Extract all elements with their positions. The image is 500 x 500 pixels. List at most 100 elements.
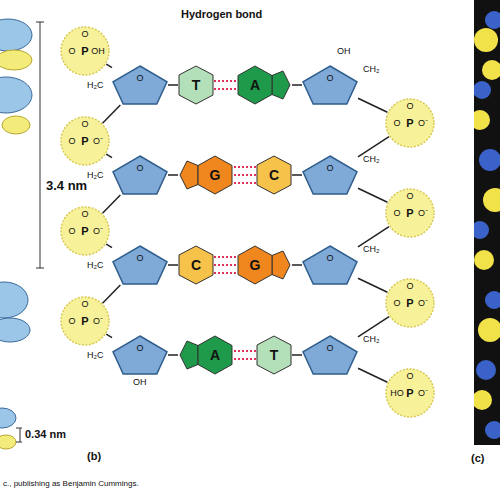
atom-symbol: O	[81, 210, 88, 219]
hydrogen-bond	[214, 88, 236, 90]
covalent-bond	[106, 154, 112, 158]
sugar-ring: O	[302, 245, 358, 285]
covalent-bond	[358, 317, 389, 337]
covalent-bond	[106, 64, 112, 68]
sugar-ring: O	[302, 335, 358, 375]
node-outline	[302, 155, 358, 195]
base-ring	[272, 71, 290, 99]
group-label: H₂C	[86, 81, 105, 91]
dimension-tick	[16, 442, 22, 443]
covalent-bond	[292, 264, 302, 266]
panel-letter: (b)	[86, 450, 102, 462]
end-group-label: OH	[336, 47, 352, 57]
sugar-pentagon	[303, 246, 357, 284]
sugar-pentagon	[303, 336, 357, 374]
sugar-pentagon	[113, 336, 167, 374]
atom-symbol: OH	[91, 47, 105, 56]
hydrogen-bond	[234, 358, 256, 360]
phosphate-circle	[61, 27, 109, 75]
atom-symbol: P	[406, 388, 413, 399]
hydrogen-bond	[214, 272, 236, 274]
covalent-bond	[292, 84, 302, 86]
covalent-bond	[168, 264, 178, 266]
atom-symbol: O	[393, 299, 400, 308]
nitrogenous-base: A	[178, 335, 234, 375]
dimension-label: 0.34 nm	[24, 428, 67, 440]
node-outline	[112, 155, 168, 195]
node-outline	[302, 335, 358, 375]
helix-base	[2, 116, 30, 134]
atom-symbol: P	[81, 46, 88, 57]
phosphate-group: OPO⁻O	[385, 278, 435, 328]
base-letter: A	[210, 348, 220, 362]
helix-model-a	[0, 19, 32, 449]
group-label: H₂C	[86, 261, 105, 271]
atom	[479, 149, 500, 171]
atom-symbol: O⁻	[93, 137, 103, 146]
space-filling-model-c	[474, 0, 500, 445]
sugar-ring: O	[302, 65, 358, 105]
atom-symbol: O	[326, 344, 333, 353]
nitrogenous-base: C	[178, 245, 214, 285]
sugar-ring: O	[112, 65, 168, 105]
covalent-bond	[106, 244, 112, 248]
sugar-pentagon	[113, 246, 167, 284]
atom-symbol: O	[81, 300, 88, 309]
atom-symbol: O⁻	[418, 119, 428, 128]
phosphate-group: OPO⁻O	[60, 296, 110, 346]
atom	[474, 221, 489, 239]
covalent-bond	[358, 188, 387, 202]
phosphate-group: OPOHO	[60, 26, 110, 76]
nitrogenous-base: T	[256, 335, 292, 375]
atom	[485, 291, 500, 309]
covalent-bond	[103, 195, 121, 213]
atom-symbol: O	[406, 192, 413, 201]
atom	[482, 60, 500, 80]
base-ring	[238, 246, 272, 284]
atom	[474, 390, 492, 410]
base-ring	[198, 156, 232, 194]
atom-symbol: O	[326, 74, 333, 83]
helix-ribbon	[0, 408, 16, 428]
sugar-ring: O	[112, 245, 168, 285]
base-letter: T	[192, 78, 201, 92]
base-ring	[257, 336, 291, 374]
hydrogen-bond	[234, 174, 256, 176]
node-outline	[112, 65, 168, 105]
nitrogenous-base: G	[178, 155, 234, 195]
group-label: CH₂	[362, 245, 381, 255]
node-outline	[112, 245, 168, 285]
base-ring	[272, 251, 290, 279]
helix-ribbon	[0, 77, 32, 113]
node-outline	[236, 65, 292, 105]
group-label: H₂C	[86, 351, 105, 361]
covalent-bond	[358, 137, 389, 157]
dimension-tick	[16, 428, 22, 429]
phosphate-circle	[61, 297, 109, 345]
group-label: H₂C	[86, 171, 105, 181]
covalent-bond	[292, 174, 302, 176]
phosphate-circle	[61, 117, 109, 165]
nitrogenous-base: C	[256, 155, 292, 195]
atom-symbol: O	[326, 164, 333, 173]
phosphate-circle	[386, 279, 434, 327]
phosphate-group: OPO⁻O	[385, 98, 435, 148]
dimension-lines	[16, 22, 44, 442]
covalent-bond	[103, 105, 121, 123]
copyright-note: c., publishing as Benjamin Cummings.	[2, 480, 140, 489]
covalent-bond	[358, 98, 387, 112]
atom-symbol: O	[136, 74, 143, 83]
group-label: CH₂	[362, 335, 381, 345]
base-letter: G	[250, 258, 261, 272]
base-ring	[198, 336, 232, 374]
atom-symbol: O	[406, 372, 413, 381]
sugar-ring: O	[112, 335, 168, 375]
helix-base	[0, 50, 32, 70]
atom-symbol: O	[81, 30, 88, 39]
covalent-bond	[168, 84, 178, 86]
atom	[474, 110, 490, 130]
base-letter: T	[270, 348, 279, 362]
hydrogen-bond	[214, 80, 236, 82]
base-letter: A	[250, 78, 260, 92]
covalent-bond	[103, 285, 121, 303]
